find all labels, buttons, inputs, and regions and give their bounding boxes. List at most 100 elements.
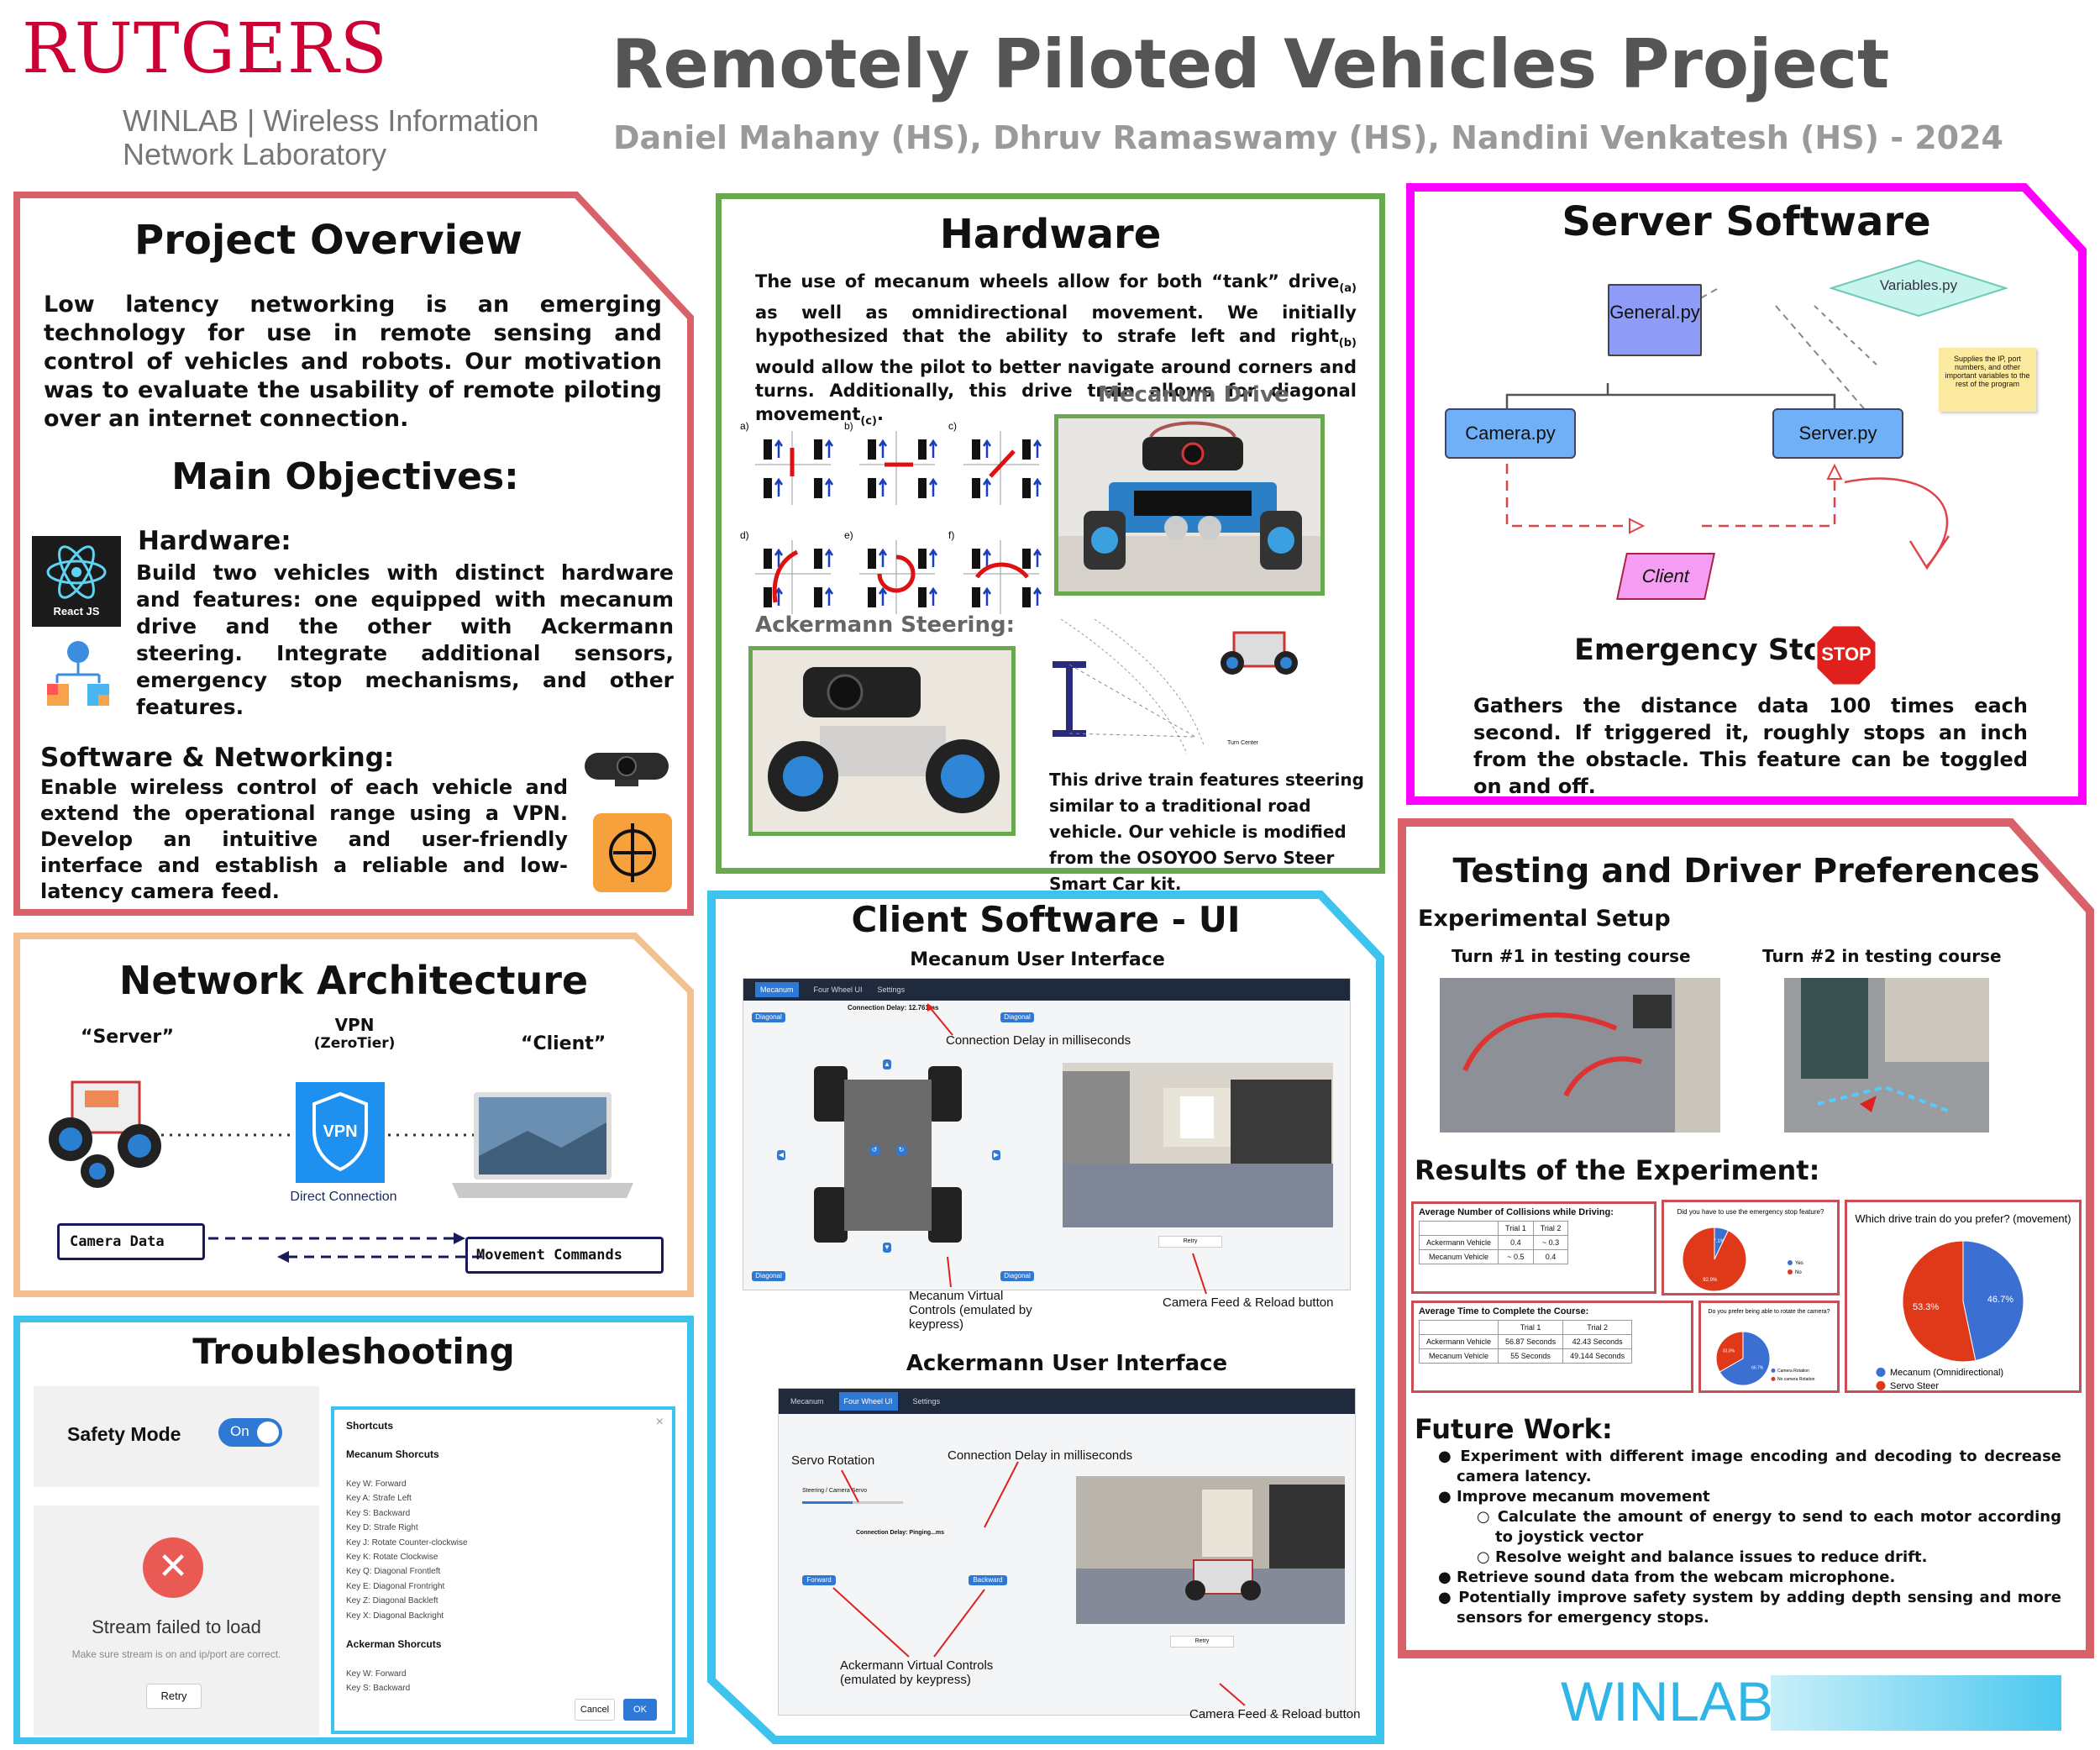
rotate-ccw-button[interactable]: ↺ xyxy=(869,1145,879,1155)
diagram-wheel xyxy=(764,549,772,569)
ackermann-car-photo xyxy=(748,646,1016,836)
diagonal-button-bl[interactable]: Diagonal xyxy=(752,1271,785,1281)
hardware-text-1: The use of mecanum wheels allow for both… xyxy=(755,271,1340,292)
results-heading: Results of the Experiment: xyxy=(1415,1154,1820,1186)
future-item: ● Potentially improve safety system by a… xyxy=(1438,1589,2061,1627)
mecanum-tab-2[interactable]: Four Wheel UI xyxy=(813,985,863,994)
safety-mode-toggle[interactable]: On xyxy=(218,1418,282,1447)
annotation-arrows-2 xyxy=(832,1461,1246,1706)
estop-title: Emergency Stop xyxy=(1574,633,1845,667)
poster-title: Remotely Piloted Vehicles Project xyxy=(612,25,1890,103)
diagonal-button-tr[interactable]: Diagonal xyxy=(1000,1012,1034,1022)
variables-py-node xyxy=(1830,259,2008,318)
ackermann-tab-3[interactable]: Settings xyxy=(912,1397,941,1406)
diagram-wheel xyxy=(972,478,980,498)
ackermann-tab-2[interactable]: Four Wheel UI xyxy=(838,1392,898,1411)
mecanum-delay-readout: Connection Delay: 12.761ms xyxy=(848,1004,939,1012)
ackermann-ui-topbar: Mecanum Four Wheel UI Settings xyxy=(779,1389,1355,1414)
diagram-wheel-arrow xyxy=(982,586,992,606)
diagram-wheel xyxy=(814,478,822,498)
diagram-wheel-arrow xyxy=(1032,439,1042,458)
camera-data-box: Camera Data xyxy=(57,1223,205,1260)
lab-name-line1: WINLAB | Wireless Information xyxy=(123,103,539,138)
shortcut-item: Key J: Rotate Counter-clockwise xyxy=(346,1537,468,1548)
cell: Ackermann Vehicle xyxy=(1418,1334,1499,1349)
pie-title: Which drive train do you prefer? (moveme… xyxy=(1855,1212,2071,1225)
lab-name: WINLAB | Wireless Information Network La… xyxy=(123,104,538,171)
safety-mode-label: Safety Mode xyxy=(67,1423,181,1445)
safety-mode-card: Safety Mode On xyxy=(34,1386,319,1487)
cell: 56.87 Seconds xyxy=(1498,1334,1564,1349)
shortcuts-close-icon[interactable]: × xyxy=(655,1415,664,1429)
servo-slider-fill xyxy=(802,1501,853,1504)
ann-servo: Servo Rotation xyxy=(791,1453,875,1468)
cell: ~ 0.3 xyxy=(1532,1235,1569,1250)
dialog-cancel-button[interactable]: Cancel xyxy=(575,1699,615,1721)
client-border xyxy=(707,891,1384,1744)
diagram-wheel xyxy=(814,439,822,460)
rutgers-logo: RUTGERS xyxy=(22,12,387,87)
diagonal-button-br[interactable]: Diagonal xyxy=(1000,1271,1034,1281)
setup-heading: Experimental Setup xyxy=(1418,906,1671,932)
diagram-wheel xyxy=(764,587,772,607)
ackermann-tab-1[interactable]: Mecanum xyxy=(790,1397,824,1406)
dialog-ok-button[interactable]: OK xyxy=(623,1699,657,1721)
mecanum-tab-1[interactable]: Mecanum xyxy=(755,982,799,997)
shortcuts-dialog: Shortcuts × Mecanum Shorcuts Key W: Forw… xyxy=(331,1406,675,1734)
winlab-wave-banner xyxy=(1771,1675,2061,1731)
down-arrow-button[interactable]: ▼ xyxy=(883,1243,891,1253)
mecanum-movement-diagram: a)b)c)d)e)f) xyxy=(740,420,1042,614)
network-title: Network Architecture xyxy=(118,958,589,1003)
rotate-cw-button[interactable]: ↻ xyxy=(896,1145,906,1155)
cell: Trial 1 xyxy=(1498,1221,1534,1236)
client-title: Client Software - UI xyxy=(851,899,1241,940)
diagram-wheel xyxy=(918,439,927,460)
forward-button[interactable]: Forward xyxy=(802,1575,836,1585)
trouble-title: Troubleshooting xyxy=(192,1331,515,1372)
mecanum-retry-button[interactable]: Retry xyxy=(1158,1236,1222,1248)
diagram-wheel-arrow xyxy=(774,477,784,497)
shortcut-item: Key W: Forward xyxy=(346,1669,407,1679)
legend-label: No camera Rotation xyxy=(1777,1377,1815,1382)
estop-usage-chart: Did you have to use the emergency stop f… xyxy=(1662,1200,1840,1295)
ackermann-retry-button[interactable]: Retry xyxy=(1170,1636,1234,1648)
cell: 0.4 xyxy=(1498,1235,1534,1250)
sw-heading: Software & Networking: xyxy=(40,743,395,773)
overview-panel: Project Overview Low latency networking … xyxy=(13,192,694,916)
stop-sign-icon: STOP xyxy=(1814,623,1878,687)
cell xyxy=(1418,1320,1499,1335)
backward-button[interactable]: Backward xyxy=(969,1575,1007,1585)
stream-retry-button[interactable]: Retry xyxy=(146,1684,202,1709)
diagram-letter: a) xyxy=(740,420,749,432)
turn2-label: Turn #2 in testing course xyxy=(1762,946,2002,966)
cell: Trial 2 xyxy=(1532,1221,1569,1236)
annotation-arrows-1 xyxy=(927,1003,1207,1295)
hardware-title: Hardware xyxy=(939,211,1162,258)
diagonal-button-tl[interactable]: Diagonal xyxy=(752,1012,785,1022)
pie-data-label: 53.3% xyxy=(1913,1302,1939,1312)
diagram-letter: d) xyxy=(740,529,749,541)
legend-swatch xyxy=(1771,1376,1776,1381)
mecanum-tab-3[interactable]: Settings xyxy=(877,985,906,994)
up-arrow-button[interactable]: ▲ xyxy=(883,1059,891,1069)
diagram-wheel xyxy=(1022,549,1031,569)
diagram-wheel xyxy=(972,549,980,569)
ann-camera-1: Camera Feed & Reload button xyxy=(1163,1295,1334,1310)
servo-slider[interactable] xyxy=(802,1501,903,1504)
mecanum-camera-feed xyxy=(1063,1063,1333,1227)
left-arrow-button[interactable]: ◀ xyxy=(777,1150,785,1160)
vpn-shield-icon: VPN xyxy=(296,1082,385,1183)
react-icon: React JS xyxy=(32,536,121,627)
config-note: Supplies the IP, port numbers, and other… xyxy=(1939,348,2036,412)
mecanum-controls-pad[interactable]: ↺ ↻ xyxy=(814,1066,962,1243)
turn1-photo xyxy=(1440,978,1720,1133)
right-arrow-button[interactable]: ▶ xyxy=(992,1150,1000,1160)
legend-label: Yes xyxy=(1795,1261,1803,1266)
general-py-label: General.py xyxy=(1609,302,1700,323)
diagram-wheel-arrow xyxy=(982,477,992,497)
legend-swatch xyxy=(1771,1368,1776,1373)
shortcut-item: Key W: Forward xyxy=(346,1479,407,1489)
